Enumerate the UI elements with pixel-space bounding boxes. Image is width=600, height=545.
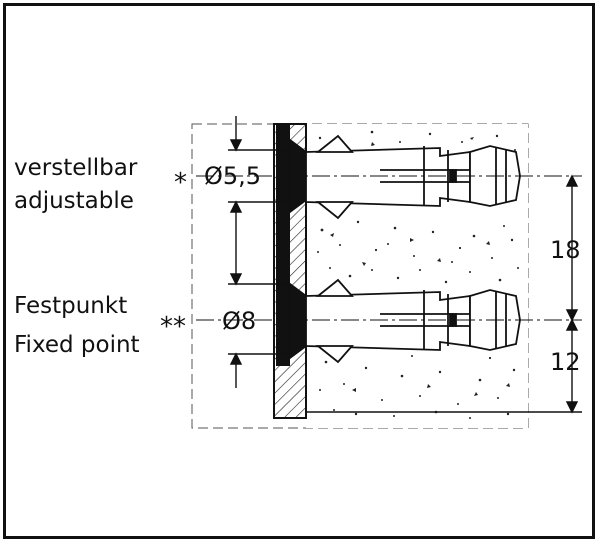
adjustable-marker: *	[174, 168, 187, 198]
adjustable-diameter-label: Ø5,5	[204, 162, 262, 190]
fixed-anchor	[289, 278, 521, 364]
fixed-point-diameter-label: Ø8	[222, 307, 257, 335]
adjustable-anchor	[289, 134, 521, 220]
spacing-dimension-label: 18	[550, 236, 581, 264]
offset-dimension-label: 12	[550, 348, 581, 376]
center-lines	[196, 175, 582, 321]
adjustable-label-en: adjustable	[14, 188, 134, 214]
spacing-dimensions	[306, 174, 582, 414]
fixed-point-label-de: Festpunkt	[14, 293, 128, 319]
adjustable-label-de: verstellbar	[14, 155, 138, 181]
fixed-point-marker: **	[160, 312, 186, 342]
diameter-dimensions	[228, 116, 290, 388]
fixed-point-label-en: Fixed point	[14, 332, 140, 358]
